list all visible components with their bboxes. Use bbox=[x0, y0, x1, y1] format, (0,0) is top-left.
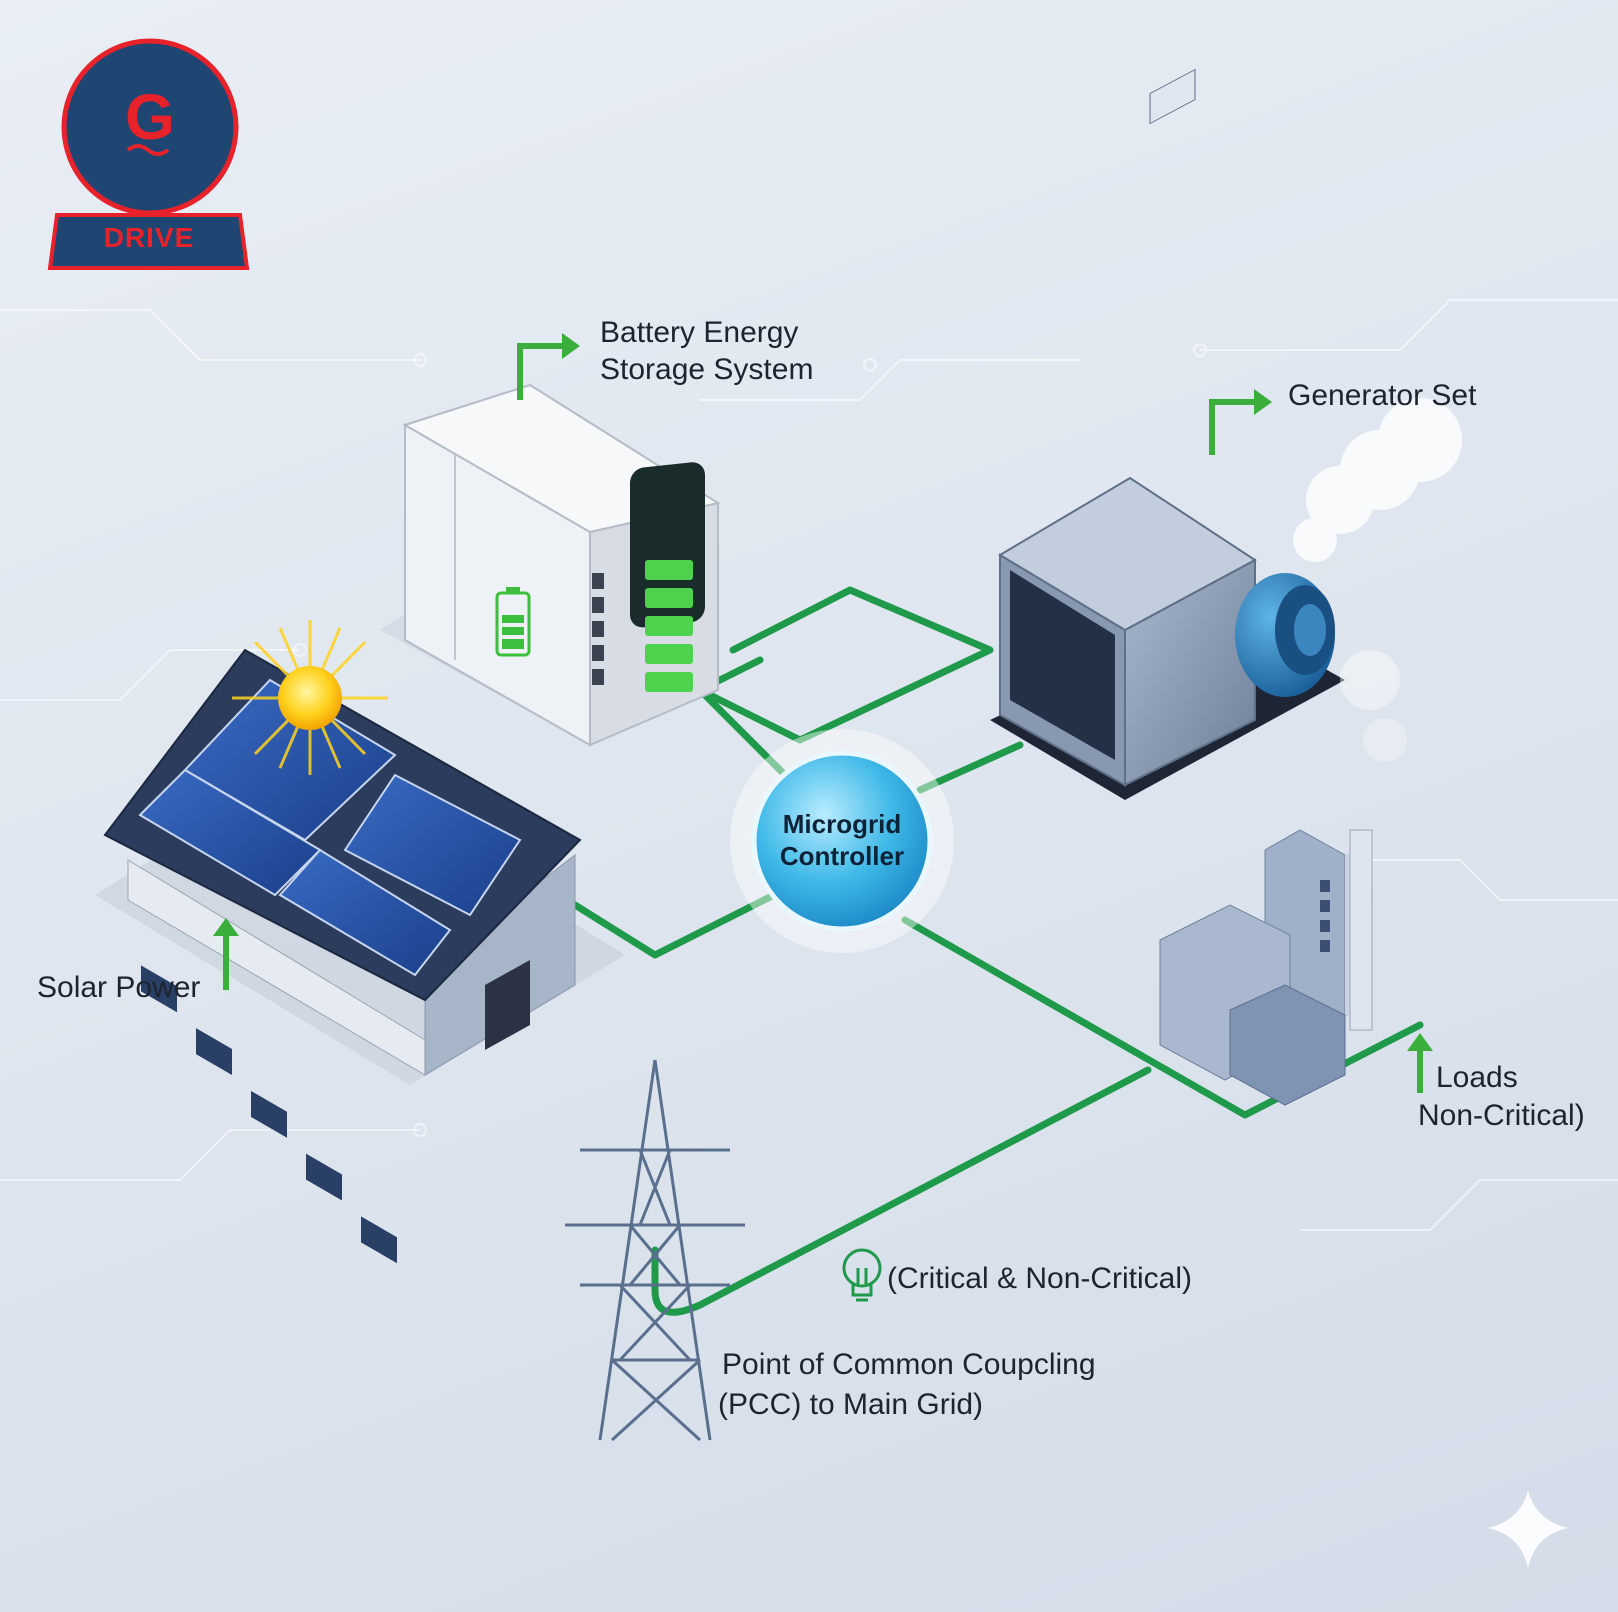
transmission-tower-icon bbox=[565, 1059, 745, 1442]
solar-label: Solar Power bbox=[37, 971, 201, 1004]
microgrid-controller bbox=[730, 729, 954, 953]
battery-level-bars bbox=[645, 560, 693, 692]
battery-storage-cabinet bbox=[380, 383, 721, 747]
g-drive-logo bbox=[47, 38, 250, 270]
pcc-label-line2: (PCC) to Main Grid) bbox=[718, 1388, 984, 1421]
generator-smoke bbox=[1293, 398, 1462, 762]
battery-label-line2: Storage System bbox=[600, 353, 814, 386]
logo-letter: G bbox=[125, 81, 175, 153]
loads-label-line1: Loads bbox=[1436, 1061, 1518, 1094]
loads-buildings bbox=[1159, 829, 1373, 1106]
generator-label: Generator Set bbox=[1288, 379, 1477, 412]
sparkle-icon bbox=[1488, 1490, 1568, 1568]
generator-set bbox=[990, 68, 1345, 800]
pcc-label-line1: Point of Common Coupcling bbox=[722, 1348, 1096, 1381]
loads-label-line2: Non-Critical) bbox=[1418, 1099, 1585, 1132]
label-arrows bbox=[223, 343, 1423, 1093]
wire-generator bbox=[916, 741, 1024, 794]
battery-icon bbox=[495, 587, 531, 657]
critical-loads-label: (Critical & Non-Critical) bbox=[887, 1262, 1193, 1295]
controller-label-line2: Controller bbox=[779, 841, 905, 871]
wire-battery bbox=[696, 586, 994, 744]
wire-solar bbox=[571, 888, 784, 959]
solar-building bbox=[95, 648, 625, 1267]
battery-label-line1: Battery Energy bbox=[600, 316, 799, 349]
sun-icon bbox=[232, 620, 388, 775]
wire-loads bbox=[901, 916, 1424, 1119]
controller-label-line1: Microgrid bbox=[782, 809, 902, 839]
logo-text: DRIVE bbox=[103, 222, 195, 253]
lightbulb-icon bbox=[842, 1248, 882, 1302]
controller-label: Microgrid Controller bbox=[752, 808, 932, 872]
